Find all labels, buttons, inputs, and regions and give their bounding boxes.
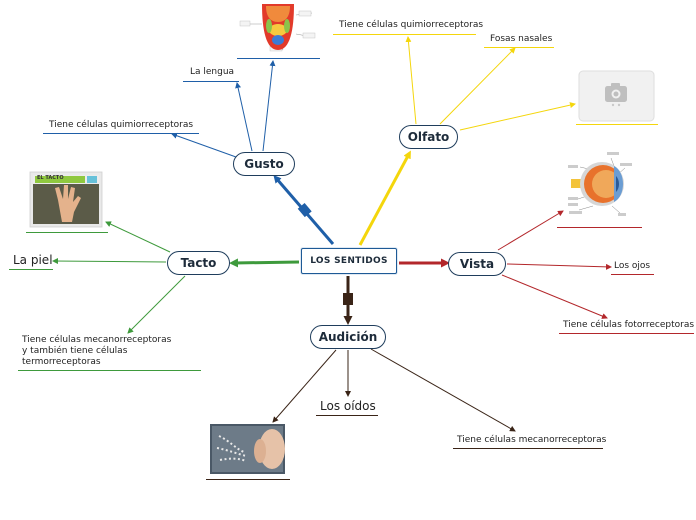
tacto-item-piel[interactable]: La piel bbox=[13, 253, 53, 267]
olfato-fosas-underline bbox=[484, 47, 554, 48]
connector-gusto-tongue bbox=[262, 60, 276, 152]
connector-audicion-ear bbox=[272, 349, 337, 423]
connector-vista-ojos bbox=[506, 263, 612, 270]
gusto-lengua-underline bbox=[183, 81, 239, 82]
vista-eye-underline bbox=[557, 227, 642, 228]
hand-image[interactable] bbox=[29, 171, 103, 228]
connector-tacto-mecano bbox=[127, 275, 186, 334]
node-vista-label: Vista bbox=[459, 257, 495, 271]
connector-olfato-camera bbox=[459, 102, 576, 131]
audicion-ear-underline bbox=[206, 479, 290, 480]
olfato-camera-underline bbox=[576, 124, 658, 125]
connector-gusto-quimio bbox=[171, 132, 237, 158]
node-tacto-label: Tacto bbox=[180, 256, 217, 270]
gusto-item-quimio[interactable]: Tiene células quimiorreceptoras bbox=[49, 120, 194, 130]
audicion-mecano-underline bbox=[453, 448, 603, 449]
node-olfato[interactable]: Olfato bbox=[399, 125, 458, 149]
connector-olfato-fosas bbox=[439, 47, 516, 125]
olfato-quimio-underline bbox=[333, 34, 476, 35]
gusto-quimio-underline bbox=[43, 133, 199, 134]
root-node[interactable]: LOS SENTIDOS bbox=[301, 248, 397, 274]
connector-root-gusto bbox=[273, 174, 335, 245]
vista-item-ojos[interactable]: Los ojos bbox=[614, 261, 651, 271]
connector-audicion-mecano bbox=[370, 348, 516, 432]
audicion-item-mecano[interactable]: Tiene células mecanorreceptoras bbox=[457, 435, 607, 445]
connector-root-tacto bbox=[229, 258, 300, 268]
vista-item-foto[interactable]: Tiene células fotorreceptoras bbox=[563, 320, 695, 330]
gusto-item-lengua[interactable]: La lengua bbox=[190, 67, 235, 77]
tongue-image[interactable] bbox=[239, 4, 316, 52]
connector-vista-eye bbox=[497, 210, 564, 251]
node-gusto[interactable]: Gusto bbox=[233, 152, 295, 176]
connector-tacto-hand bbox=[105, 221, 171, 253]
camera-icon[interactable] bbox=[578, 70, 655, 122]
connector-root-olfato bbox=[358, 150, 411, 246]
connector-gusto-lengua bbox=[235, 82, 253, 152]
connector-olfato-quimio bbox=[405, 36, 417, 125]
root-label: LOS SENTIDOS bbox=[310, 256, 388, 266]
gusto-tongue-underline bbox=[237, 58, 320, 59]
node-olfato-label: Olfato bbox=[407, 130, 450, 144]
tacto-piel-underline bbox=[9, 269, 53, 270]
node-audicion-label: Audición bbox=[318, 330, 378, 344]
tacto-hand-underline bbox=[26, 232, 108, 233]
eye-diagram-image[interactable] bbox=[568, 152, 632, 216]
node-tacto[interactable]: Tacto bbox=[167, 251, 230, 275]
connector-root-audicion bbox=[343, 276, 353, 325]
connector-vista-foto bbox=[501, 274, 608, 319]
node-vista[interactable]: Vista bbox=[448, 252, 506, 276]
node-gusto-label: Gusto bbox=[244, 157, 284, 171]
vista-ojos-underline bbox=[611, 274, 654, 275]
tacto-item-mecano[interactable]: Tiene células mecanorreceptoras y tambié… bbox=[22, 335, 172, 367]
olfato-item-quimio[interactable]: Tiene células quimiorreceptoras bbox=[339, 20, 484, 30]
connector-tacto-piel bbox=[52, 258, 167, 265]
vista-foto-underline bbox=[559, 333, 694, 334]
tacto-image-caption: EL TACTO bbox=[37, 175, 64, 181]
audicion-item-oidos[interactable]: Los oídos bbox=[320, 399, 376, 413]
ear-image[interactable] bbox=[210, 424, 285, 474]
tacto-mecano-underline bbox=[18, 370, 201, 371]
node-audicion[interactable]: Audición bbox=[310, 325, 386, 349]
olfato-item-fosas[interactable]: Fosas nasales bbox=[490, 34, 553, 44]
audicion-oidos-underline bbox=[316, 415, 378, 416]
